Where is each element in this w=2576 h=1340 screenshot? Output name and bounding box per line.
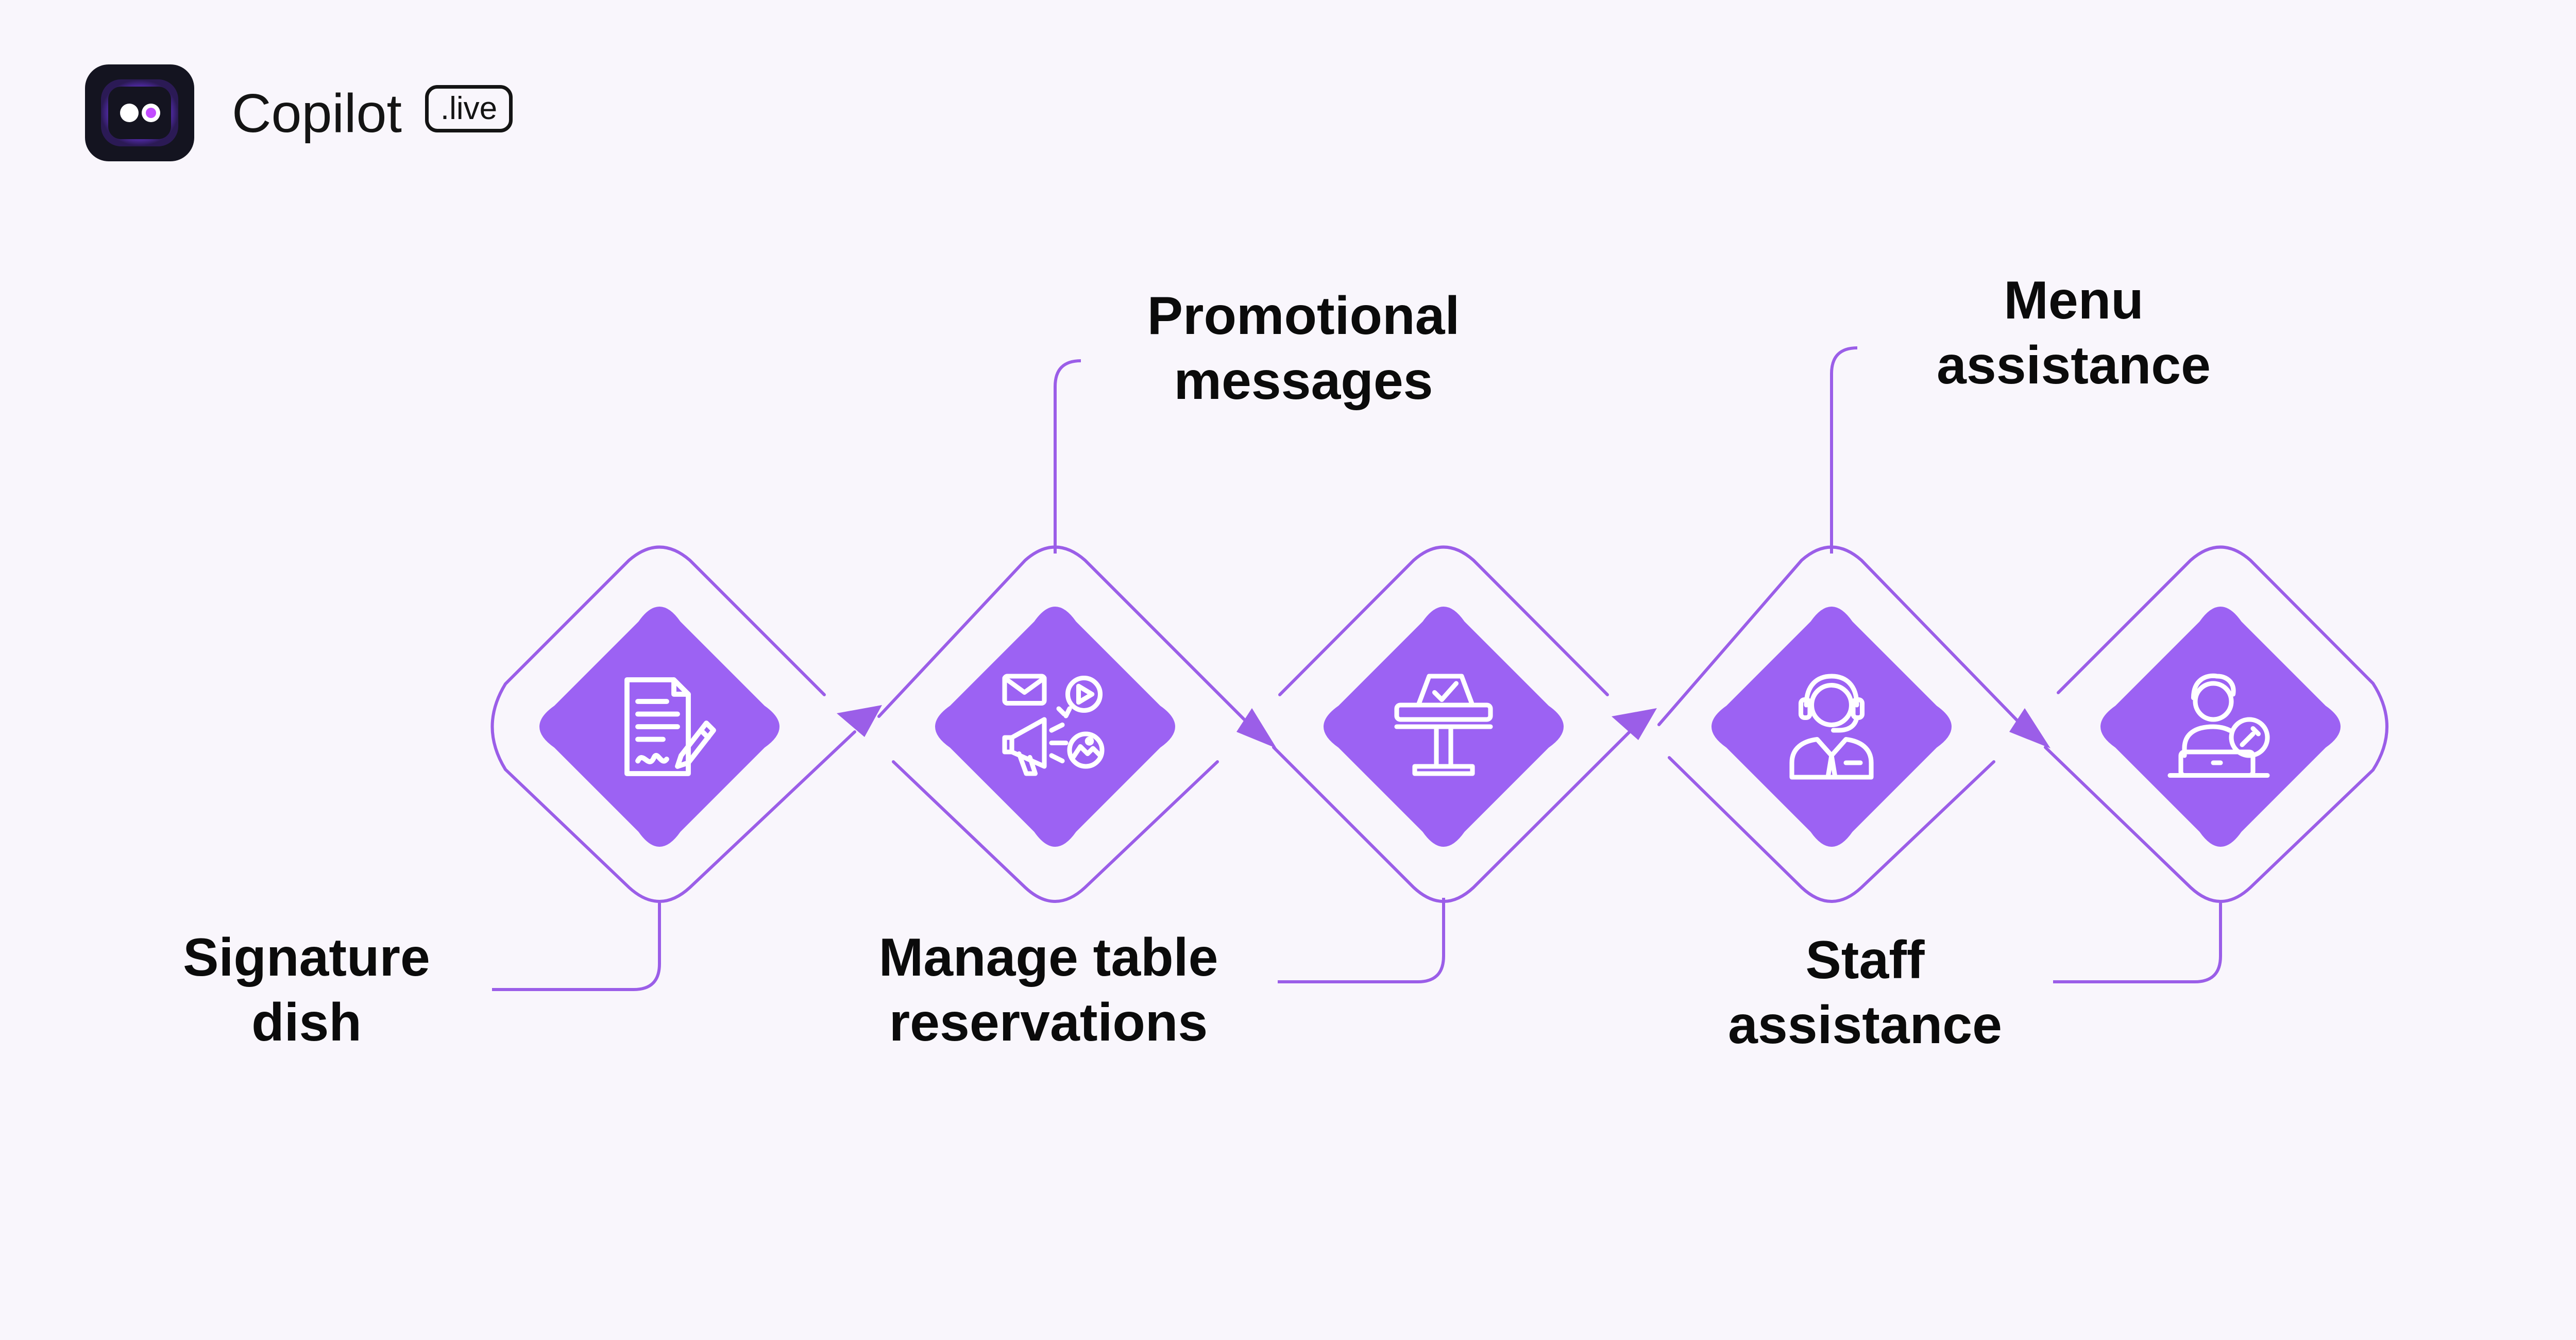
step-node-3: [1324, 607, 1564, 847]
brand-badge: .live: [425, 85, 513, 132]
connector-promotional-messages: [1054, 359, 1081, 554]
connector-staff-assistance: [2053, 903, 2222, 983]
arrow-4-to-5: [2009, 708, 2050, 748]
step-node-2: [935, 607, 1175, 847]
step-node-4: [1711, 607, 1952, 847]
arrow-1-to-2: [837, 705, 882, 737]
brand-name: Copilot: [232, 83, 402, 144]
brand-logo-icon: [85, 64, 194, 161]
step-node-5: [2100, 607, 2341, 847]
connector-signature-dish: [492, 903, 661, 991]
connector-manage-table: [1278, 898, 1445, 983]
connector-menu-assistance: [1830, 346, 1858, 554]
step-node-1: [539, 607, 779, 847]
arrow-3-to-4: [1612, 708, 1657, 740]
arrow-2-to-3: [1236, 708, 1277, 748]
